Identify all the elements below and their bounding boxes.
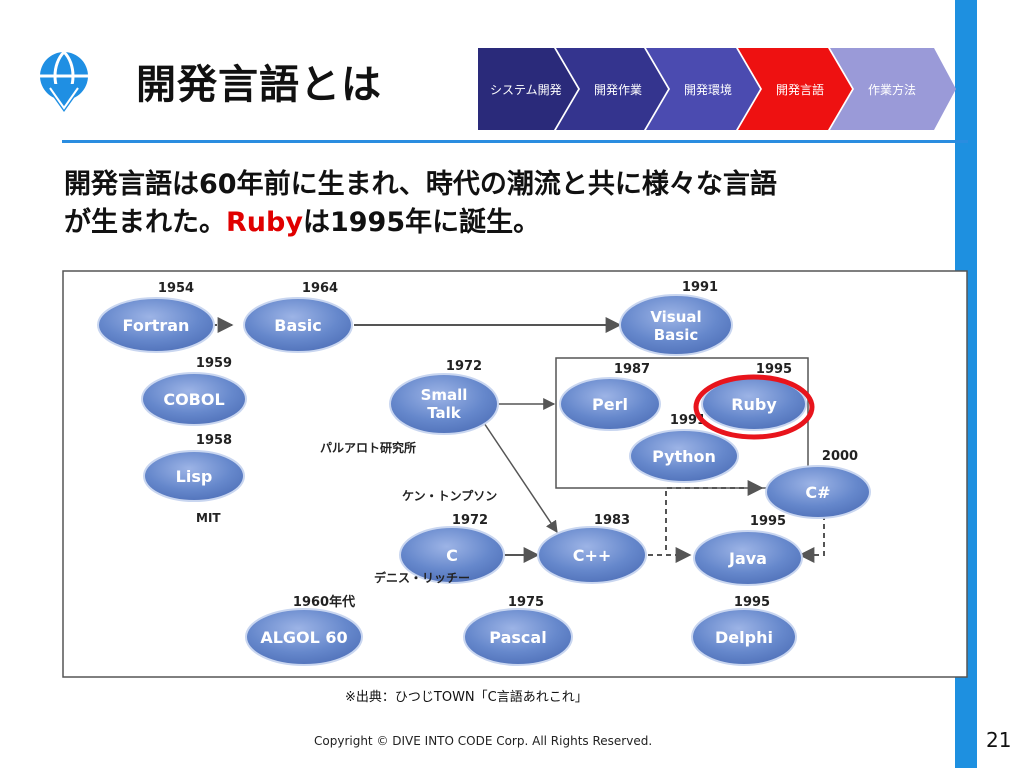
node-year: 1960年代	[293, 594, 355, 610]
node-perl: Perl 1987	[559, 362, 661, 431]
page-number: 21	[986, 728, 1012, 752]
node-label: Java	[728, 549, 767, 568]
node-c: C 1972	[399, 513, 505, 584]
node-algol: ALGOL 60 1960年代	[245, 594, 363, 666]
step-label: システム開発	[490, 83, 562, 97]
step-label: 開発環境	[684, 82, 732, 97]
slide-title: 開発言語とは	[136, 62, 382, 108]
node-label: Pascal	[489, 628, 546, 647]
step-label: 開発作業	[594, 83, 642, 97]
node-label: C++	[573, 546, 612, 565]
node-smalltalk: Small Talk 1972	[389, 359, 499, 435]
source-caption: ※出典：ひつじTOWN「C言語あれこれ」	[345, 690, 588, 705]
note-mit: MIT	[196, 511, 221, 525]
node-year: 2000	[822, 449, 858, 464]
headline-line-2: が生まれた。Rubyは1995年に誕生。	[64, 204, 944, 242]
node-label-line: Basic	[654, 326, 699, 344]
node-year: 1987	[614, 362, 650, 377]
note-ritchie: デニス・リッチー	[374, 570, 470, 585]
node-year: 1995	[756, 362, 792, 377]
node-cobol: COBOL 1959	[141, 356, 247, 426]
node-label: Python	[652, 447, 716, 466]
step-system-dev	[478, 48, 578, 130]
note-parc: パルアロト研究所	[320, 440, 416, 455]
node-lisp: Lisp 1958	[143, 433, 245, 502]
headline-text: は1995年に誕生。	[302, 207, 541, 238]
step-label: 作業方法	[868, 82, 916, 97]
node-ruby: Ruby 1995	[693, 362, 815, 440]
node-year: 1959	[196, 356, 232, 371]
node-year: 1954	[158, 281, 194, 296]
node-label: C	[446, 546, 458, 565]
note-thompson: ケン・トンプソン	[402, 488, 497, 503]
node-year: 1995	[750, 514, 786, 529]
node-label: Fortran	[123, 316, 190, 335]
node-year: 1972	[452, 513, 488, 528]
step-dev-env	[646, 48, 760, 130]
node-label: Lisp	[176, 467, 213, 486]
node-year: 1975	[508, 595, 544, 610]
node-basic: Basic 1964	[243, 281, 353, 353]
node-label-line: Visual	[650, 308, 701, 326]
node-csharp: C# 2000	[765, 449, 871, 519]
globe-logo-icon	[40, 50, 88, 112]
node-year: 1958	[196, 433, 232, 448]
step-label: 開発言語	[776, 82, 824, 97]
node-pascal: Pascal 1975	[463, 595, 573, 666]
node-label: Delphi	[715, 628, 773, 647]
step-dev-language	[738, 48, 852, 130]
node-year: 1991	[682, 280, 718, 295]
node-label: COBOL	[163, 390, 224, 409]
node-python: Python 1991	[629, 413, 739, 483]
copyright-footer: Copyright © DIVE INTO CODE Corp. All Rig…	[314, 734, 653, 748]
node-year: 1995	[734, 595, 770, 610]
node-label: ALGOL 60	[260, 628, 347, 647]
node-java: Java 1995	[693, 514, 803, 586]
headline: 開発言語は60年前に生まれ、時代の潮流と共に様々な言語 が生まれた。Rubyは1…	[64, 166, 944, 242]
step-work-method	[830, 48, 956, 130]
node-label: Perl	[592, 395, 628, 414]
process-steps: システム開発 開発作業 開発環境 開発言語 作業方法	[478, 48, 956, 130]
headline-text: が生まれた。	[64, 207, 226, 238]
headline-line-1: 開発言語は60年前に生まれ、時代の潮流と共に様々な言語	[64, 169, 777, 200]
node-fortran: Fortran 1954	[97, 281, 215, 353]
node-year: 1983	[594, 513, 630, 528]
node-visual-basic: Visual Basic 1991	[619, 280, 733, 356]
node-year: 1964	[302, 281, 338, 296]
title-divider	[62, 140, 968, 143]
node-label: Ruby	[731, 395, 777, 414]
ruby-highlight-text: Ruby	[226, 207, 303, 238]
ruby-highlight-ring	[693, 374, 815, 440]
node-label: Basic	[274, 316, 321, 335]
node-year: 1972	[446, 359, 482, 374]
node-cpp: C++ 1983	[537, 513, 647, 584]
node-label-line: Talk	[427, 404, 462, 422]
language-history-diagram: Fortran 1954 Basic 1964 Visual Basic 199…	[62, 270, 968, 678]
node-label-line: Small	[421, 386, 468, 404]
node-delphi: Delphi 1995	[691, 595, 797, 666]
step-dev-work	[556, 48, 668, 130]
node-label: C#	[805, 483, 830, 502]
